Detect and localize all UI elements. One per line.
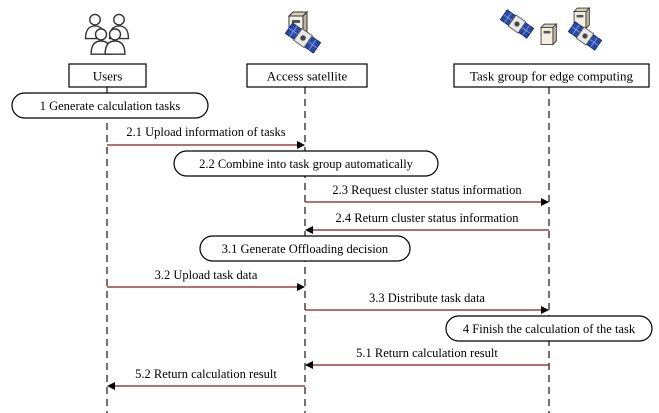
message-label-5-2: 5.2 Return calculation result: [135, 367, 277, 381]
users-icon: [84, 13, 130, 55]
satellite-group-icon: [499, 7, 603, 52]
message-label-5-1: 5.1 Return calculation result: [356, 346, 498, 360]
satellite-icon: [284, 11, 322, 55]
message-return-result-to-users: 5.2 Return calculation result: [107, 367, 305, 390]
message-label-3-3: 3.3 Distribute task data: [369, 291, 485, 305]
activity-label-3-1: 3.1 Generate Offloading decision: [222, 242, 389, 256]
message-return-cluster-status: 2.4 Return cluster status information: [305, 211, 549, 234]
message-label-3-2: 3.2 Upload task data: [155, 268, 258, 282]
actor-label-users: Users: [93, 69, 123, 84]
activity-offloading-decision: 3.1 Generate Offloading decision: [199, 235, 411, 262]
actor-label-edge-task-group: Task group for edge computing: [470, 69, 633, 84]
activity-generate-calculation-tasks: 1 Generate calculation tasks: [11, 92, 209, 119]
actor-label-access-satellite: Access satellite: [267, 69, 348, 84]
activity-label-1: 1 Generate calculation tasks: [40, 99, 181, 113]
message-distribute-task-data: 3.3 Distribute task data: [305, 291, 549, 314]
activity-finish-calculation: 4 Finish the calculation of the task: [445, 315, 653, 342]
message-label-2-4: 2.4 Return cluster status information: [336, 211, 520, 225]
activity-label-2-2: 2.2 Combine into task group automaticall…: [199, 157, 414, 171]
message-upload-task-data: 3.2 Upload task data: [107, 268, 305, 291]
message-upload-task-info: 2.1 Upload information of tasks: [107, 125, 305, 149]
activity-label-4: 4 Finish the calculation of the task: [463, 322, 636, 336]
message-request-cluster-status: 2.3 Request cluster status information: [305, 183, 549, 206]
actor-edge-task-group: Task group for edge computing: [453, 63, 650, 88]
actor-users: Users: [68, 63, 147, 88]
actor-access-satellite: Access satellite: [246, 63, 368, 88]
activity-combine-task-group: 2.2 Combine into task group automaticall…: [173, 150, 439, 177]
message-label-2-1: 2.1 Upload information of tasks: [126, 125, 285, 139]
message-return-result-to-access: 5.1 Return calculation result: [305, 346, 549, 369]
message-label-2-3: 2.3 Request cluster status information: [332, 183, 522, 197]
